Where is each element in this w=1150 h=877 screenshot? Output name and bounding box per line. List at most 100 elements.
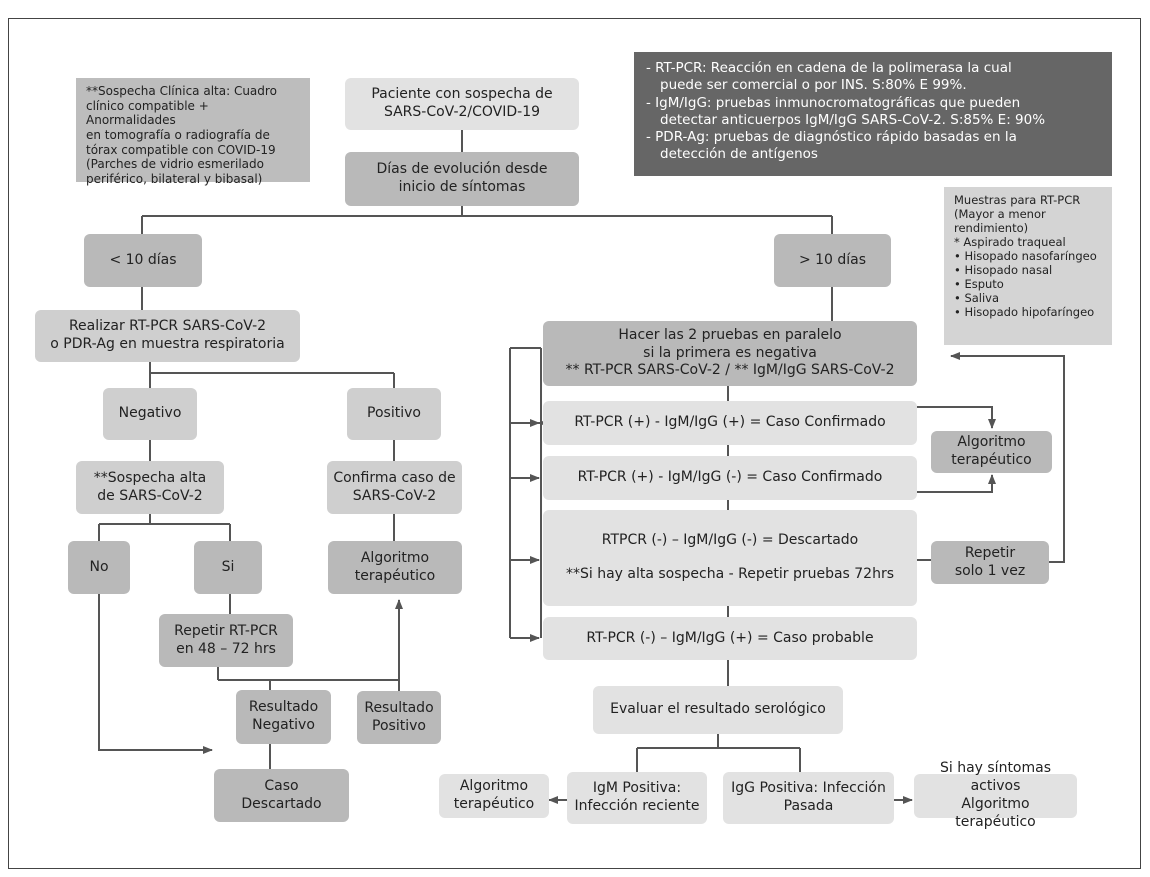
node-no: No: [68, 541, 130, 594]
node-result-1: RT-PCR (+) - IgM/IgG (+) = Caso Confirma…: [543, 401, 917, 445]
node-repeat-pcr: Repetir RT-PCR en 48 – 72 hrs: [159, 614, 293, 667]
node-text: si la primera es negativa: [643, 344, 817, 361]
node-text: Infección reciente: [574, 798, 700, 814]
samples-line: • Saliva: [954, 291, 1000, 306]
node-text: Repetir: [964, 544, 1016, 561]
node-text: Si: [221, 558, 235, 575]
samples-line: (Mayor a menor: [954, 207, 1046, 222]
node-patient: Paciente con sospecha de SARS-CoV-2/COVI…: [345, 78, 579, 130]
node-text: Algoritmo terapéutico: [955, 796, 1036, 830]
node-text: RT-PCR (-) – IgM/IgG (+) = Caso probable: [586, 629, 874, 646]
note-line: **Sospecha Clínica alta: Cuadro: [86, 84, 277, 98]
legend-line: - IgM/IgG: pruebas inmunocromatográficas…: [646, 94, 1021, 111]
node-igg-positive: IgG Positiva: Infección Pasada: [723, 772, 894, 824]
node-result-4: RT-PCR (-) – IgM/IgG (+) = Caso probable: [543, 617, 917, 660]
node-more-10-days: > 10 días: [774, 234, 891, 287]
note-line: clínico compatible + Anormalidades: [86, 98, 209, 128]
legend-line: - PDR-Ag: pruebas de diagnóstico rápido …: [646, 129, 1017, 146]
node-repeat-once: Repetir solo 1 vez: [931, 541, 1049, 584]
node-text: Confirma caso de: [333, 469, 456, 486]
node-text: RTPCR (-) – IgM/IgG (-) = Descartado: [601, 532, 859, 549]
node-days: Días de evolución desde inicio de síntom…: [345, 152, 579, 206]
node-text: Realizar RT-PCR SARS-CoV-2: [68, 318, 267, 335]
node-text: Si hay síntomas activos: [939, 760, 1052, 795]
samples-note: Muestras para RT-PCR (Mayor a menor rend…: [944, 187, 1112, 345]
node-text: < 10 días: [109, 251, 177, 268]
node-text: IgG Positiva: Infección: [731, 780, 886, 797]
node-text: SARS-CoV-2/COVID-19: [383, 104, 541, 120]
samples-line: • Hisopado nasal: [954, 263, 1053, 278]
node-text: No: [89, 558, 109, 575]
node-positive: Positivo: [347, 388, 441, 440]
node-text: SARS-CoV-2: [352, 487, 437, 504]
samples-line: Muestras para RT-PCR: [954, 193, 1081, 207]
node-text: terapéutico: [453, 796, 535, 812]
node-negative: Negativo: [103, 388, 197, 440]
node-evaluate-serology: Evaluar el resultado serológico: [593, 686, 843, 734]
node-text: **Si hay alta sospecha - Repetir pruebas…: [565, 566, 895, 582]
legend-line: detección de antígenos: [660, 146, 818, 163]
diagram-frame: [8, 18, 1141, 869]
node-text: solo 1 vez: [954, 562, 1026, 579]
node-text: RT-PCR (+) - IgM/IgG (+) = Caso Confirma…: [574, 414, 886, 431]
node-text: **Sospecha alta: [93, 469, 207, 486]
node-text: Algoritmo: [957, 434, 1026, 451]
node-parallel-tests: Hacer las 2 pruebas en paralelo si la pr…: [543, 321, 917, 386]
node-text: Evaluar el resultado serológico: [610, 701, 826, 718]
node-text: Caso: [264, 777, 299, 794]
node-text: o PDR-Ag en muestra respiratoria: [50, 336, 285, 352]
node-si: Si: [194, 541, 262, 594]
legend-line: - RT-PCR: Reacción en cadena de la polim…: [646, 60, 1012, 76]
node-result-3: RTPCR (-) – IgM/IgG (-) = Descartado **S…: [543, 510, 917, 606]
node-text: Negativo: [118, 405, 182, 422]
node-high-suspicion: **Sospecha alta de SARS-CoV-2: [76, 461, 224, 514]
node-text: Positivo: [367, 405, 421, 422]
node-text: de SARS-CoV-2: [97, 487, 203, 504]
node-algorithm-bottom: Algoritmo terapéutico: [439, 774, 549, 818]
node-result-positive: Resultado Positivo: [357, 691, 441, 744]
node-text: Resultado: [364, 699, 434, 716]
samples-line: • Hisopado nasofaríngeo: [954, 249, 1097, 264]
legend-line: puede ser comercial o por INS. S:80% E 9…: [660, 77, 967, 94]
note-line: periférico, bilateral y bibasal): [86, 171, 263, 186]
samples-line: • Hisopado hipofaríngeo: [954, 305, 1095, 320]
node-text: Resultado: [248, 699, 319, 716]
node-text: RT-PCR (+) - IgM/IgG (-) = Caso Confirma…: [577, 469, 883, 486]
node-result-2: RT-PCR (+) - IgM/IgG (-) = Caso Confirma…: [543, 456, 917, 500]
node-text: en 48 – 72 hrs: [176, 640, 276, 657]
node-text: terapéutico: [354, 567, 436, 584]
node-text: IgM Positiva:: [592, 780, 682, 797]
node-igm-positive: IgM Positiva: Infección reciente: [567, 772, 707, 824]
node-text: terapéutico: [951, 452, 1032, 468]
node-result-negative: Resultado Negativo: [236, 690, 331, 744]
node-text: Repetir RT-PCR: [174, 622, 278, 639]
node-text: inicio de síntomas: [398, 179, 526, 195]
samples-line: • Esputo: [954, 277, 1004, 292]
node-active-symptoms: Si hay síntomas activos Algoritmo terapé…: [914, 760, 1077, 830]
samples-line: * Aspirado traqueal: [954, 235, 1066, 250]
node-algorithm-left: Algoritmo terapéutico: [328, 541, 462, 594]
node-text: Positivo: [372, 717, 426, 734]
note-line: en tomografía o radiografía de: [86, 127, 270, 142]
legend-line: detectar anticuerpos IgM/IgG SARS-CoV-2.…: [660, 111, 1046, 128]
node-text: Días de evolución desde: [376, 161, 548, 178]
node-case-discarded: Caso Descartado: [214, 769, 349, 822]
clinical-suspicion-note: **Sospecha Clínica alta: Cuadro clínico …: [76, 78, 310, 186]
node-confirms-case: Confirma caso de SARS-CoV-2: [327, 461, 462, 514]
node-text: > 10 días: [798, 251, 867, 268]
node-text: Descartado: [241, 795, 322, 812]
node-perform-test: Realizar RT-PCR SARS-CoV-2 o PDR-Ag en m…: [35, 310, 300, 362]
node-text: ** RT-PCR SARS-CoV-2 / ** IgM/IgG SARS-C…: [565, 362, 895, 379]
node-text: Hacer las 2 pruebas en paralelo: [618, 326, 842, 343]
node-algorithm-right: Algoritmo terapéutico: [931, 431, 1052, 473]
abbreviations-legend: - RT-PCR: Reacción en cadena de la polim…: [634, 52, 1112, 176]
node-text: Algoritmo: [459, 778, 529, 795]
samples-line: rendimiento): [954, 221, 1029, 236]
node-text: Negativo: [252, 717, 315, 733]
node-text: Paciente con sospecha de: [371, 86, 553, 103]
note-line: (Parches de vidrio esmerilado: [86, 157, 264, 172]
node-text: Algoritmo: [360, 549, 430, 566]
node-less-10-days: < 10 días: [84, 234, 202, 287]
note-line: tórax compatible con COVID-19: [86, 142, 276, 157]
